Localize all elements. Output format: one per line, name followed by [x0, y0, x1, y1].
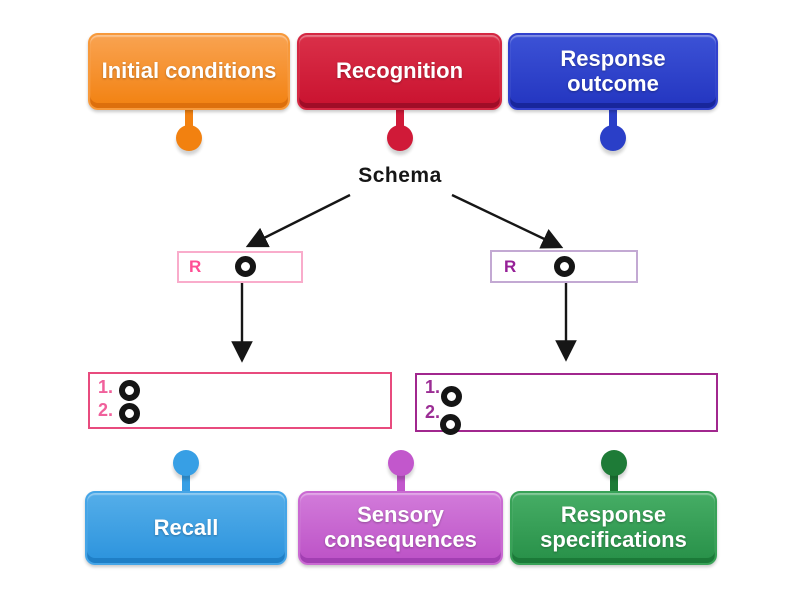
branch-box-left: R: [177, 251, 303, 283]
label-box[interactable]: Recognition: [297, 33, 502, 110]
draggable-label-response-outcome[interactable]: Response outcome: [508, 33, 718, 153]
label-pin-stem[interactable]: [185, 103, 193, 135]
label-box[interactable]: Response outcome: [508, 33, 718, 110]
label-pin-dot[interactable]: [600, 125, 626, 151]
drop-zone-ring-right-2[interactable]: [440, 414, 461, 435]
branch-letter-right: R: [504, 256, 517, 276]
label-pin-stem[interactable]: [182, 466, 190, 496]
list-item-number: 1.: [98, 377, 114, 397]
draggable-label-recall[interactable]: Recall: [85, 450, 287, 566]
label-text: Recognition: [335, 58, 464, 84]
draggable-label-sensory-consequences[interactable]: Sensory consequences: [298, 450, 503, 566]
label-pin-dot[interactable]: [386, 125, 413, 151]
label-text: Response outcome: [560, 45, 666, 96]
answer-list-right: 1. 2.: [415, 373, 718, 435]
arrow-schema-to-right-branch: [451, 193, 564, 249]
label-pin-dot[interactable]: [387, 450, 414, 476]
label-text: Response specifications: [540, 502, 687, 552]
label-pin-dot[interactable]: [600, 450, 627, 476]
label-pin-stem[interactable]: [396, 466, 405, 496]
label-box[interactable]: Recall: [85, 491, 287, 565]
draggable-label-response-specifications[interactable]: Response specifications: [510, 450, 717, 566]
drop-zone-ring-right-1[interactable]: [441, 386, 462, 407]
branch-box-right: R: [490, 250, 638, 283]
draggable-label-recognition[interactable]: Recognition: [297, 33, 502, 153]
label-pin-dot[interactable]: [176, 125, 202, 151]
list-item-number: 1.: [425, 377, 441, 397]
label-text: Recall: [153, 514, 219, 540]
label-text: Sensory consequences: [324, 502, 477, 552]
diagram-root-label: Schema: [358, 164, 442, 187]
list-item-number: 2.: [98, 400, 114, 420]
answer-list-left: 1. 2.: [88, 372, 392, 429]
label-pin-stem[interactable]: [609, 103, 617, 135]
label-pin-stem[interactable]: [395, 103, 404, 135]
branch-letter-left: R: [189, 257, 202, 276]
drop-zone-ring-left-2[interactable]: [119, 403, 140, 424]
drop-zone-ring-left-branch[interactable]: [235, 256, 256, 277]
drop-zone-ring-left-1[interactable]: [119, 380, 140, 401]
draggable-label-initial-conditions[interactable]: Initial conditions: [88, 33, 290, 153]
label-pin-stem[interactable]: [609, 466, 618, 496]
drop-zone-ring-right-branch[interactable]: [554, 256, 575, 277]
arrow-schema-to-left-branch: [245, 193, 351, 248]
label-box[interactable]: Response specifications: [510, 491, 717, 565]
label-box[interactable]: Initial conditions: [88, 33, 290, 110]
label-text: Initial conditions: [101, 58, 277, 84]
list-item-number: 2.: [425, 402, 441, 422]
label-pin-dot[interactable]: [173, 450, 199, 476]
label-box[interactable]: Sensory consequences: [298, 491, 503, 565]
